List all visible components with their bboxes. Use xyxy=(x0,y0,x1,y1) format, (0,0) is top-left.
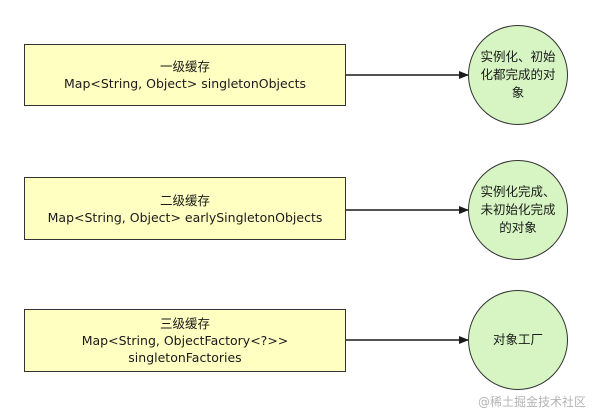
cache-box-level-1: 一级缓存 Map<String, Object> singletonObject… xyxy=(24,44,346,106)
cache-title: 一级缓存 xyxy=(159,59,210,74)
result-circle-level-1: 实例化、初始 化都完成的对 象 xyxy=(468,25,568,125)
cache-title: 三级缓存 xyxy=(159,316,210,331)
circle-text-line: 化都完成的对 xyxy=(480,67,556,82)
result-circle-level-3: 对象工厂 xyxy=(468,290,568,390)
watermark: @稀土掘金技术社区 xyxy=(477,395,586,409)
cache-box-level-3: 三级缓存 Map<String, ObjectFactory<?>> singl… xyxy=(24,309,346,372)
circle-text-line: 实例化完成、 xyxy=(480,184,556,199)
circle-text-line: 未初始化完成 xyxy=(480,202,556,217)
cache-declaration: Map<String, Object> earlySingletonObject… xyxy=(47,209,323,225)
cache-declaration-cont: singletonFactories xyxy=(128,350,242,365)
cache-declaration: Map<String, Object> singletonObjects xyxy=(64,76,306,91)
result-circle-level-2: 实例化完成、 未初始化完成 的对象 xyxy=(468,160,568,260)
cache-declaration: Map<String, ObjectFactory<?>> xyxy=(81,333,289,348)
circle-text-line: 的对象 xyxy=(499,220,537,235)
cache-title: 二级缓存 xyxy=(159,192,210,208)
cache-box-level-2: 二级缓存 Map<String, Object> earlySingletonO… xyxy=(24,177,346,240)
circle-text-line: 象 xyxy=(511,85,525,100)
circle-text-line: 实例化、初始 xyxy=(480,49,556,64)
circle-text-line: 对象工厂 xyxy=(492,332,543,347)
